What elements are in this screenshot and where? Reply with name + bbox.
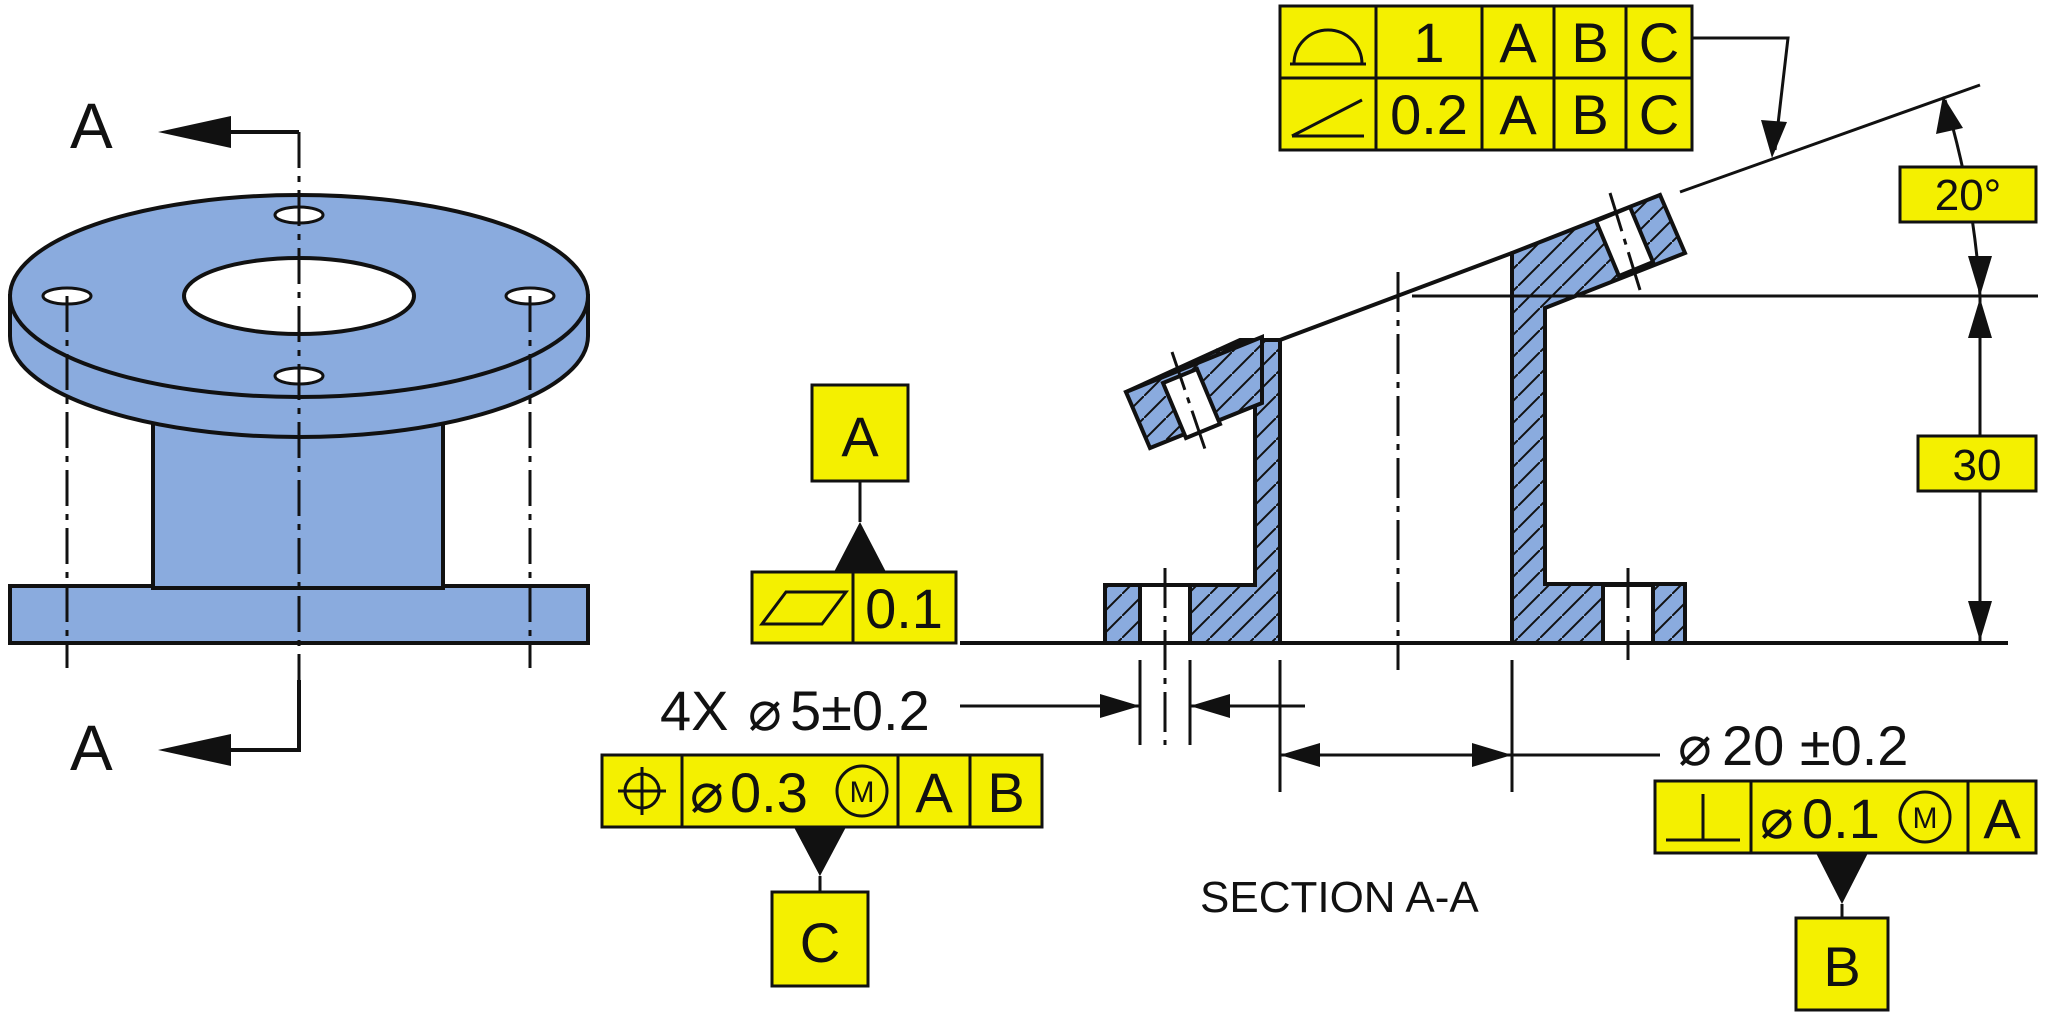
section-right-body — [1510, 192, 1688, 645]
section-caption: SECTION A-A — [1200, 873, 1479, 922]
position-mmc-circle — [835, 764, 889, 818]
bore-dimension — [1278, 660, 1660, 792]
datum-b-symbol: B — [1794, 853, 1890, 1012]
perp-mmc-circle — [1898, 790, 1952, 844]
angularity-icon — [1291, 98, 1364, 138]
position-tolerance: 0.3 — [730, 761, 808, 824]
profile-datum-1: A — [1499, 11, 1537, 74]
datum-c-symbol: C — [770, 827, 870, 988]
fcf-profile-angularity: 1 A B C 0.2 A B C — [1278, 4, 1790, 158]
datum-c-letter: C — [800, 911, 840, 974]
cut-label-bottom: A — [70, 712, 113, 784]
bore-size: 20 ±0.2 — [1722, 714, 1908, 777]
holes-size: 5±0.2 — [790, 679, 930, 742]
perp-modifier: M — [1913, 802, 1938, 835]
iso-centerlines — [65, 132, 532, 680]
fcf-angularity-row — [1278, 76, 1694, 152]
flatness-tolerance: 0.1 — [865, 577, 943, 640]
isometric-view — [8, 132, 590, 680]
datum-a-letter: A — [841, 405, 879, 468]
position-modifier: M — [850, 776, 875, 809]
angularity-datum-3: C — [1639, 83, 1679, 146]
profile-leader — [1692, 36, 1790, 158]
height-value: 30 — [1953, 441, 2002, 490]
angularity-datum-2: B — [1571, 83, 1608, 146]
angularity-tolerance: 0.2 — [1390, 83, 1468, 146]
bore-diameter-symbol: ⌀ — [1678, 714, 1712, 777]
datum-a-symbol: A — [810, 383, 910, 572]
holes-dimension — [960, 660, 1305, 745]
top-surface-line — [1279, 251, 1513, 342]
fcf-perpendicularity: ⌀ 0.1 M A — [1653, 779, 2038, 855]
profile-tolerance: 1 — [1413, 11, 1444, 74]
section-hole-left-tab — [1160, 366, 1223, 441]
cut-arrow-top — [158, 116, 231, 148]
section-view — [960, 83, 2038, 745]
holes-diameter-symbol: ⌀ — [748, 679, 782, 742]
flatness-icon — [759, 590, 849, 626]
section-centerlines — [1163, 192, 1642, 745]
position-diameter-symbol: ⌀ — [690, 761, 724, 824]
perp-datum-1: A — [1983, 787, 2021, 850]
profile-datum-2: B — [1571, 11, 1608, 74]
fcf-profile-row — [1278, 4, 1694, 80]
profile-datum-3: C — [1639, 11, 1679, 74]
datum-b-letter: B — [1823, 935, 1860, 998]
holes-count: 4X — [660, 679, 729, 742]
fcf-flatness: 0.1 — [750, 570, 958, 645]
cut-arrow-bottom — [158, 734, 231, 766]
position-datum-1: A — [915, 761, 953, 824]
cutting-plane — [158, 116, 301, 766]
angle-value: 20° — [1935, 171, 2002, 220]
perp-tolerance: 0.1 — [1802, 787, 1880, 850]
profile-surface-icon — [1290, 28, 1366, 66]
angularity-datum-1: A — [1499, 83, 1537, 146]
angle-value-box — [1898, 165, 2038, 224]
cut-label-top: A — [70, 90, 113, 162]
perpendicularity-icon — [1666, 794, 1740, 842]
perp-diameter-symbol: ⌀ — [1760, 787, 1794, 850]
fcf-position: ⌀ 0.3 M A B — [600, 753, 1044, 829]
position-datum-2: B — [987, 761, 1024, 824]
angle-extension-line — [1679, 83, 1981, 194]
position-icon — [618, 767, 666, 815]
height-value-box — [1916, 434, 2038, 493]
